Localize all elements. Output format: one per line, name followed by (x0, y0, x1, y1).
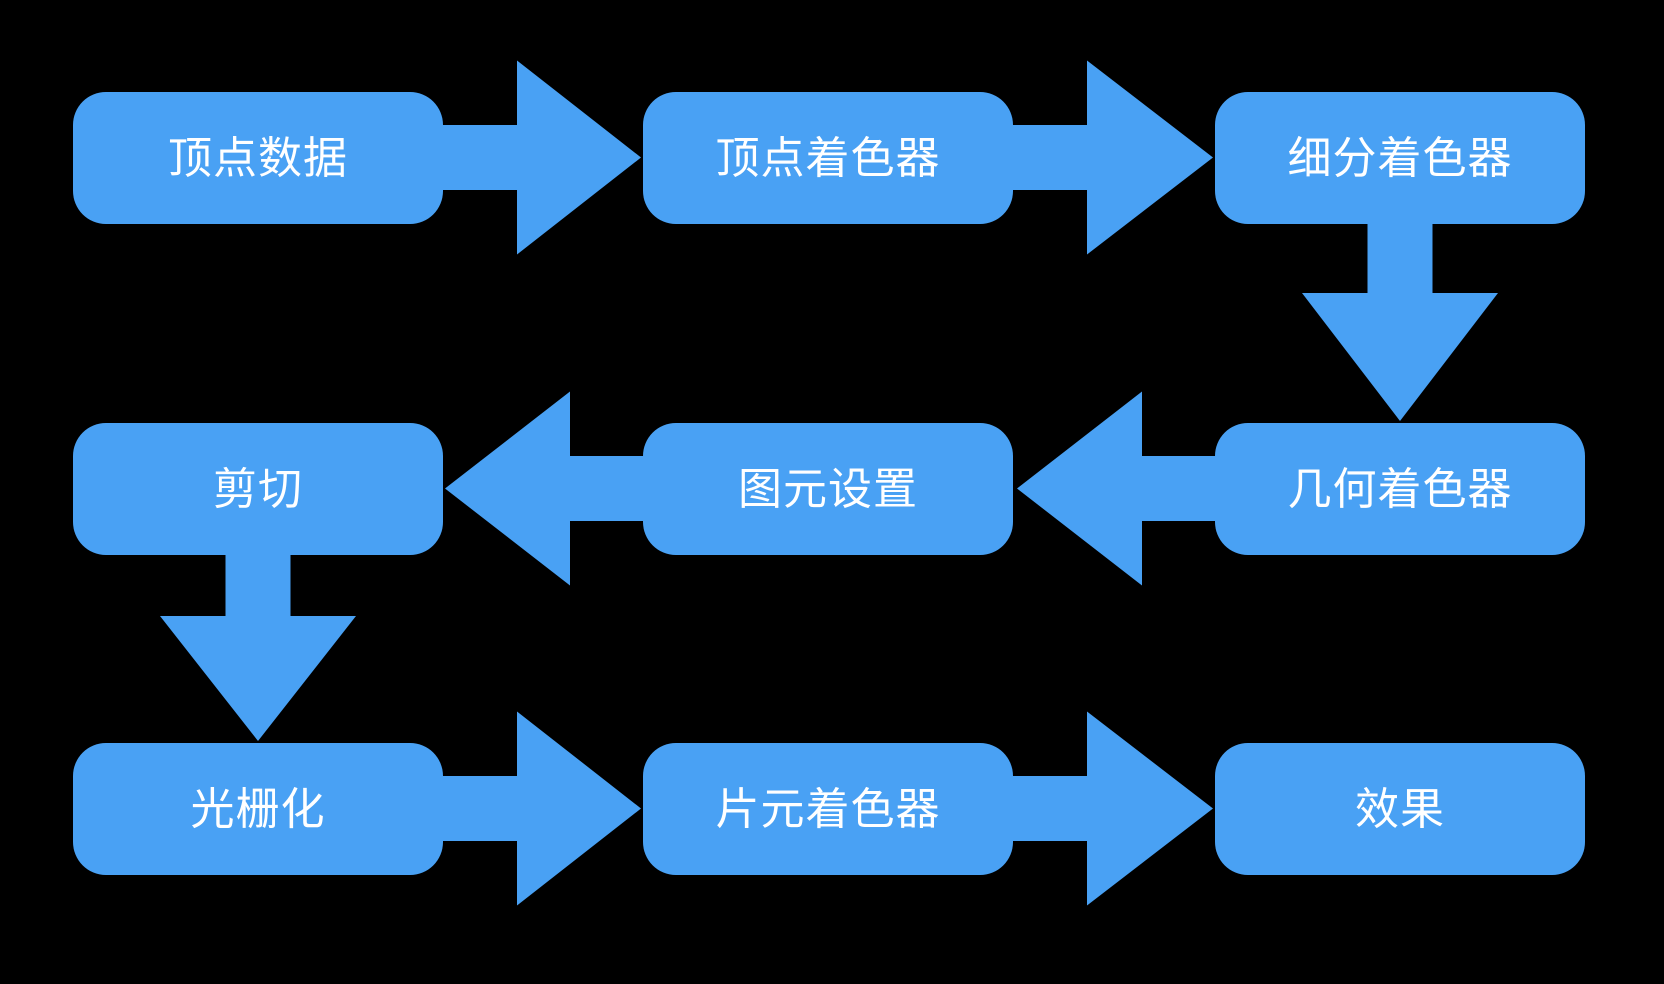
node-geometry-shader-box (1215, 423, 1585, 555)
node-clipping-label: 剪切 (213, 465, 303, 514)
node-vertex-data-label: 顶点数据 (168, 134, 348, 183)
node-tessellation-shader-box (1215, 92, 1585, 224)
node-fragment-shader-label: 片元着色器 (716, 785, 941, 834)
node-geometry-shader: 几何着色器 (1215, 423, 1585, 555)
node-primitive-setup-label: 图元设置 (738, 465, 918, 514)
arrow-geometry-shader-to-primitive-setup (1017, 391, 1215, 586)
arrow-rasterization-to-fragment-shader (443, 711, 641, 906)
node-result-box (1215, 743, 1585, 875)
arrow-fragment-shader-to-result (1013, 711, 1213, 906)
node-geometry-shader-label: 几何着色器 (1288, 465, 1513, 514)
node-result-label: 效果 (1355, 785, 1445, 834)
node-fragment-shader-box (643, 743, 1013, 875)
arrow-clipping-to-rasterization (160, 555, 356, 741)
node-vertex-shader-label: 顶点着色器 (716, 134, 941, 183)
node-rasterization: 光栅化 (73, 743, 443, 875)
node-fragment-shader: 片元着色器 (643, 743, 1013, 875)
node-vertex-shader: 顶点着色器 (643, 92, 1013, 224)
node-primitive-setup: 图元设置 (643, 423, 1013, 555)
node-vertex-data-box (73, 92, 443, 224)
arrow-primitive-setup-to-clipping (445, 391, 643, 586)
node-vertex-shader-box (643, 92, 1013, 224)
node-rasterization-box (73, 743, 443, 875)
node-vertex-data: 顶点数据 (73, 92, 443, 224)
arrow-vertex-shader-to-tessellation-shader (1013, 60, 1213, 255)
arrow-tessellation-shader-to-geometry-shader (1302, 224, 1498, 421)
node-tessellation-shader-label: 细分着色器 (1288, 134, 1513, 183)
node-rasterization-label: 光栅化 (191, 785, 326, 834)
node-clipping-box (73, 423, 443, 555)
node-primitive-setup-box (643, 423, 1013, 555)
arrow-vertex-data-to-vertex-shader (443, 60, 641, 255)
node-clipping: 剪切 (73, 423, 443, 555)
node-tessellation-shader: 细分着色器 (1215, 92, 1585, 224)
node-result: 效果 (1215, 743, 1585, 875)
